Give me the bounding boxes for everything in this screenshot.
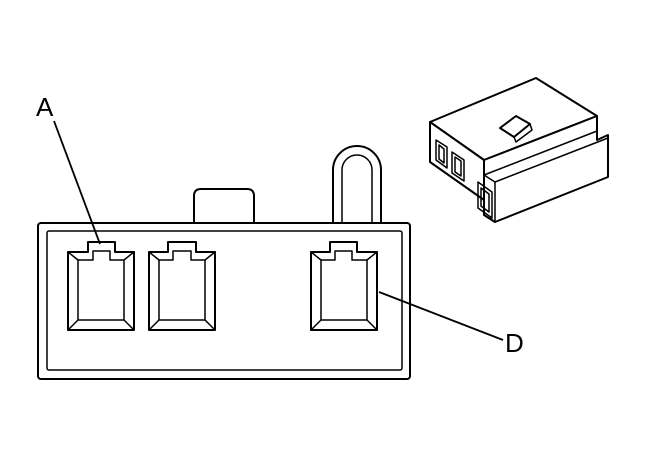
terminal-cavity-a — [67, 241, 135, 331]
connector-face-view — [37, 145, 411, 380]
callout-d-leader — [378, 291, 504, 341]
iso-side-face — [483, 115, 609, 223]
terminal-cavity-d — [310, 241, 378, 331]
connector-isometric-view — [429, 77, 609, 223]
callout-d: D — [378, 291, 524, 358]
locking-loop — [332, 145, 382, 225]
locking-loop-inner — [341, 154, 373, 225]
iso-cavity-2 — [451, 151, 465, 182]
iso-cavity-1 — [435, 139, 448, 169]
callout-a: A — [36, 92, 101, 245]
callout-a-label: A — [36, 92, 54, 122]
callout-d-label: D — [505, 328, 524, 358]
callout-a-leader — [53, 120, 101, 245]
terminal-cavity-b — [148, 241, 216, 331]
latch-tab — [193, 188, 255, 227]
iso-cavity-3 — [477, 181, 493, 219]
